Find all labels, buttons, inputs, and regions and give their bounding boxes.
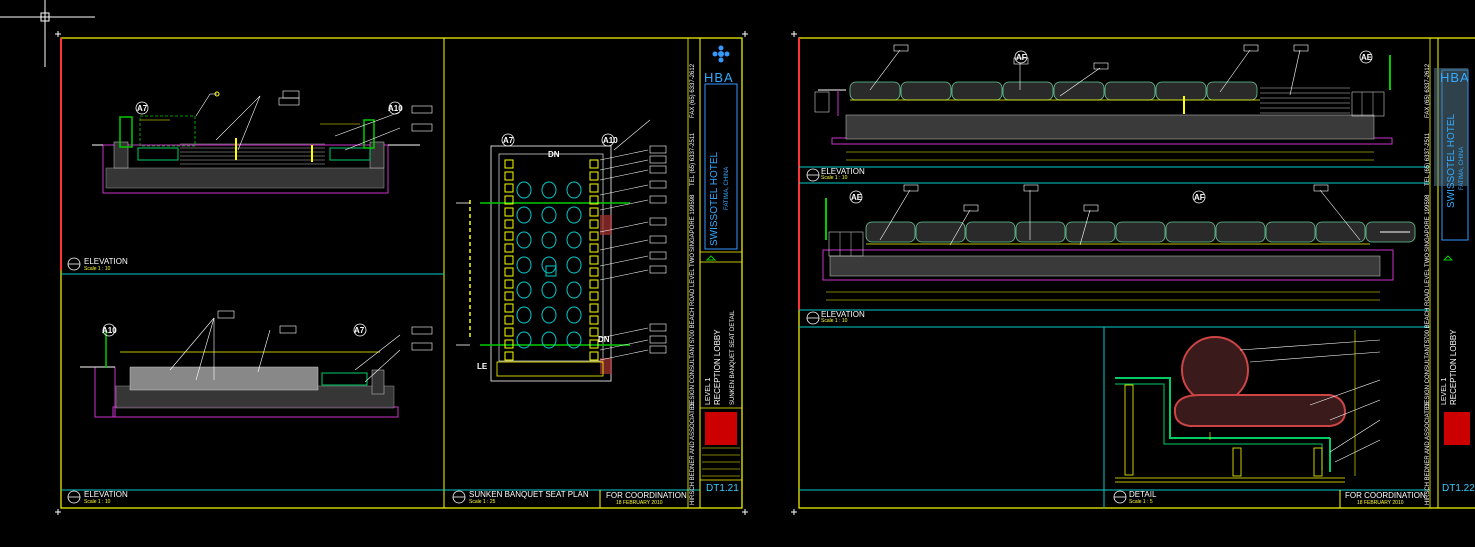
sheet-number: DT1.21 — [706, 483, 739, 494]
elevation-drawing-4 — [822, 184, 1416, 301]
plan-chair — [541, 181, 557, 199]
tag-ae: AE — [1361, 53, 1373, 62]
crosshair-cursor-icon — [0, 0, 95, 67]
tag-a7: A7 — [354, 326, 365, 335]
area-name: RECEPTION LOBBY — [713, 329, 722, 405]
plan-chair — [516, 281, 532, 299]
city: SINGAPORE 199598 — [1425, 194, 1431, 252]
detail-drawing — [1115, 330, 1381, 483]
plan-chair — [566, 231, 582, 249]
view-scale-4: Scale 1 : 10 — [821, 318, 848, 324]
logo-text: HBA — [704, 70, 734, 85]
plan-chair — [516, 181, 532, 199]
hotel-name: SWISSOTEL HOTEL — [1446, 113, 1457, 208]
hotel-location: FATIMA, CHINA — [724, 166, 730, 210]
plan-chair — [566, 281, 582, 299]
plan-chair — [541, 306, 557, 324]
hotel-location: FATIMA, CHINA — [1459, 146, 1465, 190]
elevation-drawing-2 — [80, 310, 433, 418]
plan-chair — [541, 256, 557, 274]
view-title-elevation-4: ELEVATION — [821, 310, 865, 319]
sheet-1 — [55, 31, 748, 515]
tag-le: LE — [477, 362, 488, 371]
tag-a7: A7 — [137, 104, 148, 113]
plan-chair — [516, 206, 532, 224]
view-scale-1: Scale 1 : 10 — [84, 266, 111, 272]
plan-chair — [541, 281, 557, 299]
sunken-banquet-seat-plan-drawing — [456, 119, 667, 382]
sheet-number: DT1.22 — [1442, 483, 1475, 494]
fax: FAX (65) 6337-2612 — [690, 63, 696, 118]
area-level: LEVEL 1 — [705, 377, 712, 405]
sheet-2 — [791, 31, 1475, 515]
plan-chair — [541, 331, 557, 349]
plan-chair — [566, 256, 582, 274]
plan-chair — [516, 331, 532, 349]
view-title-detail: DETAIL — [1129, 490, 1157, 499]
firm-name: HIRSCH BEDNER AND ASSOCIATES — [690, 402, 696, 505]
elevation-drawing-1 — [92, 90, 433, 194]
tag-af: AF — [1194, 193, 1205, 202]
tel: TEL (65) 6337-2511 — [1425, 132, 1431, 186]
tag-af: AF — [1016, 53, 1027, 62]
title-block-2 — [1434, 68, 1470, 445]
plan-chair — [566, 181, 582, 199]
plan-chair — [516, 256, 532, 274]
tel: TEL (65) 6337-2511 — [690, 132, 696, 186]
consultant: DESIGN CONSULTANTS — [690, 339, 696, 408]
tag-a10: A10 — [102, 326, 117, 335]
city: SINGAPORE 199598 — [690, 194, 696, 252]
firm-name: HIRSCH BEDNER AND ASSOCIATES — [1425, 402, 1431, 505]
fax: FAX (65) 6337-2612 — [1425, 63, 1431, 118]
tag-dn: DN — [598, 335, 610, 344]
area-name: RECEPTION LOBBY — [1449, 329, 1458, 405]
plan-seat-group — [504, 159, 599, 361]
plan-chair — [566, 331, 582, 349]
title-block-1 — [700, 45, 742, 481]
tag-a10: A10 — [388, 104, 403, 113]
logo-text: HBA — [1440, 70, 1470, 85]
view-title-plan: SUNKEN BANQUET SEAT PLAN — [469, 490, 589, 499]
view-title-elevation-1: ELEVATION — [84, 257, 128, 266]
hotel-name: SWISSOTEL HOTEL — [709, 151, 720, 246]
status-label: FOR COORDINATION — [606, 491, 687, 500]
tag-a7: A7 — [503, 136, 514, 145]
issue-date: 18 FEBRUARY 2010 — [1357, 500, 1404, 506]
drawing-title: SUNKEN BANQUET SEAT DETAIL — [730, 310, 736, 405]
view-scale-3: Scale 1 : 10 — [821, 175, 848, 181]
consultant: DESIGN CONSULTANTS — [1425, 339, 1431, 408]
plan-chair — [566, 206, 582, 224]
tag-ae: AE — [851, 193, 863, 202]
tag-dn: DN — [548, 150, 560, 159]
view-scale-plan: Scale 1 : 25 — [469, 499, 496, 505]
plan-chair — [516, 231, 532, 249]
plan-chair — [566, 306, 582, 324]
hba-logo-icon — [712, 45, 730, 63]
area-level: LEVEL 1 — [1441, 377, 1448, 405]
tag-a10: A10 — [603, 136, 618, 145]
view-title-elevation-2: ELEVATION — [84, 490, 128, 499]
address: 700 BEACH ROAD LEVEL TWO — [1425, 252, 1431, 340]
plan-chair — [541, 231, 557, 249]
view-scale-detail: Scale 1 : 5 — [1129, 499, 1153, 505]
view-scale-2: Scale 1 : 10 — [84, 499, 111, 505]
plan-chair — [516, 306, 532, 324]
status-label: FOR COORDINATION — [1345, 491, 1426, 500]
issue-date: 18 FEBRUARY 2010 — [616, 500, 663, 506]
view-title-elevation-3: ELEVATION — [821, 167, 865, 176]
plan-chair — [541, 206, 557, 224]
elevation-drawing-3 — [814, 44, 1393, 161]
address: 700 BEACH ROAD LEVEL TWO — [690, 252, 696, 340]
